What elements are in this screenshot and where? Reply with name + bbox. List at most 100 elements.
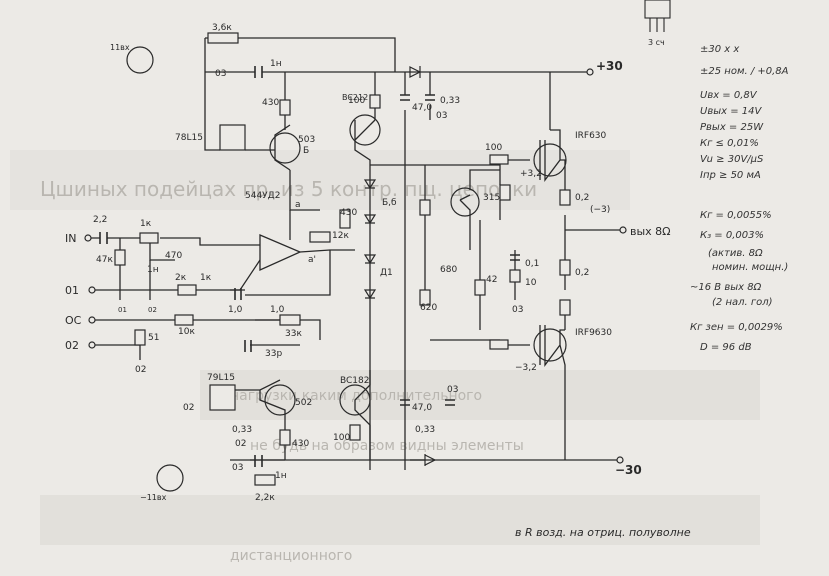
note-4: Uвых = 14V xyxy=(700,106,762,117)
bleed-text-3: не будь на образом видны элементы xyxy=(250,438,524,454)
label-small-02: 02 xyxy=(183,403,194,413)
label-c1n-b: 1н xyxy=(275,471,287,481)
label-a-prime: а' xyxy=(308,255,316,265)
label-c03a: 03 xyxy=(436,111,447,121)
label-r1-0: 1,0 xyxy=(270,305,285,315)
resistors xyxy=(114,32,571,486)
label-r2k: 2к xyxy=(175,273,187,283)
label-top-right-tag: 3 сч xyxy=(648,38,665,47)
note-6: Кг ≤ 0,01% xyxy=(700,138,759,149)
label-r430b: 430 xyxy=(340,208,357,218)
label-q502: 502 xyxy=(295,398,312,408)
label-r680: 680 xyxy=(440,265,457,275)
note-16: D = 96 dB xyxy=(700,342,752,353)
label-top-res: 3,6к xyxy=(212,23,232,33)
note-8: Iпр ≥ 50 мА xyxy=(700,170,761,181)
label-c33p: 33р xyxy=(265,349,282,359)
label-in: IN xyxy=(65,232,76,245)
label-r100b: 100 xyxy=(333,433,350,443)
label-r430c: 430 xyxy=(292,439,309,449)
component-labels: 3,6к 03 1н 430 100 47,0 0,33 03 78L15 50… xyxy=(65,23,671,503)
bleed-band-2 xyxy=(200,370,760,420)
label-c47b: 47,0 xyxy=(412,403,432,413)
bottom-note: в R возд. на отриц. полуволне xyxy=(515,526,691,539)
note-2: ±25 ном. / +0,8А xyxy=(700,66,789,77)
note-1: ±30 х х xyxy=(700,44,739,55)
note-11: (актив. 8Ω xyxy=(708,248,763,259)
label-q315: 315 xyxy=(483,193,500,203)
label-irf630: IRF630 xyxy=(575,131,607,141)
label-opamp: 544УД2 xyxy=(245,191,280,201)
label-out: вых 8Ω xyxy=(630,225,671,238)
label-c033a: 0,33 xyxy=(440,96,460,106)
label-c033c: 0,33 xyxy=(415,425,435,435)
note-14: (2 нал. гол) xyxy=(712,297,773,308)
label-c033b: 0,33 xyxy=(232,425,252,435)
top-right-package xyxy=(644,0,671,32)
label-vp32: +3,2 xyxy=(520,169,542,179)
label-top-left: 11вх xyxy=(110,43,130,52)
capacitors xyxy=(99,66,520,467)
label-o1: 01 xyxy=(65,284,79,297)
label-r02a: 0,2 xyxy=(575,193,589,203)
note-9: Кг = 0,0055% xyxy=(700,210,772,221)
label-reg-bot: 79L15 xyxy=(207,373,235,383)
label-reg-top: 78L15 xyxy=(175,133,203,143)
diodes xyxy=(363,66,437,466)
label-r620: 620 xyxy=(420,303,437,313)
label-r2-2k: 2,2к xyxy=(255,493,275,503)
label-r430a: 430 xyxy=(262,98,279,108)
note-13: ~16 В вых 8Ω xyxy=(690,282,762,293)
label-small-01: 01 xyxy=(118,306,127,314)
label-o2b: 02 xyxy=(135,365,146,375)
note-12: номин. мощн.) xyxy=(712,262,788,273)
label-a: а xyxy=(295,200,301,210)
label-minus3: (−3) xyxy=(590,205,610,215)
label-c03c: 03 xyxy=(447,385,458,395)
transistor-bodies xyxy=(126,46,567,492)
label-r12k: 12к xyxy=(332,231,349,241)
label-bc182: BC182 xyxy=(340,376,369,386)
terminals xyxy=(84,68,627,464)
label-r1k-b: 1к xyxy=(200,273,212,283)
note-10: К₃ = 0,003% xyxy=(700,230,764,241)
label-c47a: 47,0 xyxy=(412,103,432,113)
spec-notes: ±30 х х ±25 ном. / +0,8А Uвх = 0,8V Uвых… xyxy=(690,44,789,353)
label-c-top2: 1н xyxy=(270,59,282,69)
label-r10: 10 xyxy=(525,278,537,288)
label-c02b: 02 xyxy=(235,439,246,449)
label-r100-gate: 100 xyxy=(485,143,502,153)
label-c01: 0,1 xyxy=(525,259,539,269)
label-r02b: 0,2 xyxy=(575,268,589,278)
label-bot-left: −11вх xyxy=(140,493,167,502)
label-r100a: 100 xyxy=(348,96,365,106)
label-minus30: −30 xyxy=(615,463,642,477)
note-15: Кг зен = 0,0029% xyxy=(690,322,783,333)
label-c1-0: 1,0 xyxy=(228,305,243,315)
label-r470: 470 xyxy=(165,251,182,261)
bleed-text-1: Цшиных подейцах пр. из 5 контр. пщ. цепо… xyxy=(40,177,537,201)
label-irf9630: IRF9630 xyxy=(575,328,612,338)
label-q503: 503 xyxy=(298,135,315,145)
label-q503-sub: Б xyxy=(303,146,309,156)
label-c1n: 1н xyxy=(147,265,159,275)
note-5: Pвых = 25W xyxy=(700,122,764,133)
label-small-02b: 02 xyxy=(148,306,157,314)
label-c03b: 03 xyxy=(232,463,243,473)
label-c-top: 03 xyxy=(215,69,226,79)
bleed-band-3 xyxy=(40,495,760,545)
label-r10k: 10к xyxy=(178,327,195,337)
label-d-vd: Д1 xyxy=(380,268,393,278)
note-7: Vu ≥ 30V/μS xyxy=(700,154,764,165)
label-r33k: 33к xyxy=(285,329,302,339)
label-vm32: −3,2 xyxy=(515,363,537,373)
label-r47k: 47к xyxy=(96,255,113,265)
label-o2: 02 xyxy=(65,339,79,352)
label-oc: OC xyxy=(65,314,82,327)
note-3: Uвх = 0,8V xyxy=(700,90,758,101)
label-r42: 42 xyxy=(486,275,497,285)
label-r03: 03 xyxy=(512,305,523,315)
label-bc212: BC212 xyxy=(342,93,368,102)
